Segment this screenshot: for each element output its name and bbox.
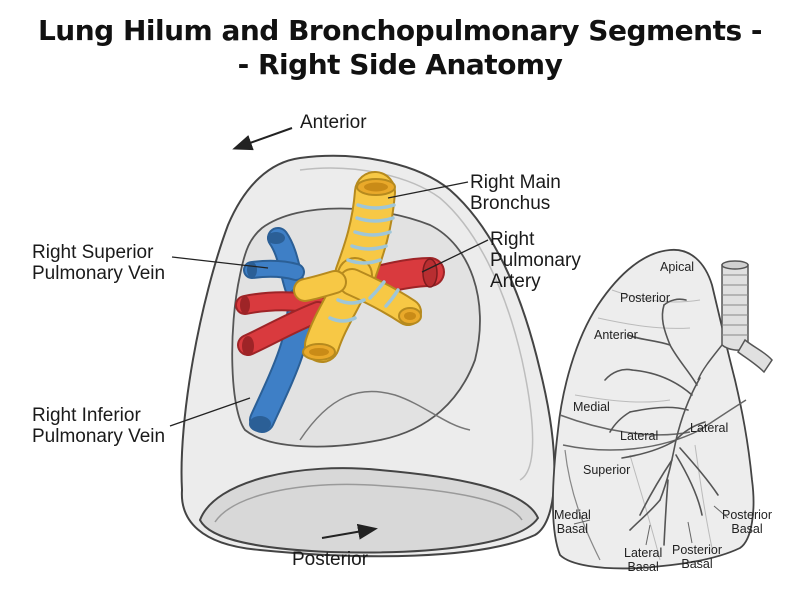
page-title-line-1: Lung Hilum and Bronchopulmonary Segments… (37, 14, 763, 47)
seg-label-superior: Superior (583, 463, 631, 477)
label-right-superior-pulmonary-vein: Right Superior Pulmonary Vein (32, 242, 166, 284)
posterior-arrow (321, 523, 378, 540)
segments-trachea (697, 260, 773, 381)
anterior-arrow (232, 127, 293, 151)
segments-horizontal-fissure (559, 414, 691, 436)
seg-label-medial-basal: Medial Basal (554, 508, 591, 536)
leader-line-right-main-bronchus (387, 181, 469, 199)
seg-label-medial: Medial (573, 400, 610, 414)
label-right-inferior-pulmonary-vein: Right Inferior Pulmonary Vein (32, 405, 166, 447)
segments-lung-illustration (552, 249, 773, 570)
leader-line-seg-posterior-basal-right (713, 505, 729, 519)
right-main-bronchus (293, 171, 422, 363)
leader-line-right-pulmonary-artery (421, 239, 489, 273)
leader-line-seg-medial-basal (573, 519, 591, 525)
leader-line-seg-lateral-basal (645, 524, 651, 546)
page-title-line-2: - Right Side Anatomy (237, 48, 563, 81)
seg-label-posterior: Posterior (620, 291, 671, 305)
segments-bronchial-tree (604, 298, 719, 546)
main-lung-base-inner (214, 483, 523, 523)
seg-label-lateral: Lateral (690, 421, 729, 435)
seg-label-posterior-basal-right: Posterior Basal (722, 508, 773, 536)
segments-oblique-fissure (562, 399, 747, 451)
seg-label-anterior: Anterior (594, 328, 638, 342)
leader-line-seg-posterior-basal-center (687, 521, 693, 544)
right-pulmonary-artery-lower-branches (235, 291, 329, 356)
seg-label-apical: Apical (660, 260, 695, 274)
main-lung-recess-fold (299, 390, 471, 441)
segments-oblique-fissure-lower (564, 449, 601, 561)
seg-label-posterior-basal-center: Posterior Basal (672, 543, 723, 571)
label-right-main-bronchus: Right Main Bronchus (470, 172, 561, 214)
label-anterior: Anterior (300, 112, 367, 133)
seg-label-lateral-middle: Lateral (620, 429, 659, 443)
label-posterior: Posterior (292, 549, 369, 570)
main-lung-illustration (180, 154, 556, 558)
seg-label-lateral-basal: Lateral Basal (624, 546, 663, 574)
label-right-pulmonary-artery: Right Pulmonary Artery (490, 229, 581, 292)
page-title: Lung Hilum and Bronchopulmonary Segments… (0, 14, 800, 82)
leader-line-right-inferior-pulmonary-vein (169, 397, 251, 427)
leader-line-right-superior-pulmonary-vein (171, 256, 269, 269)
